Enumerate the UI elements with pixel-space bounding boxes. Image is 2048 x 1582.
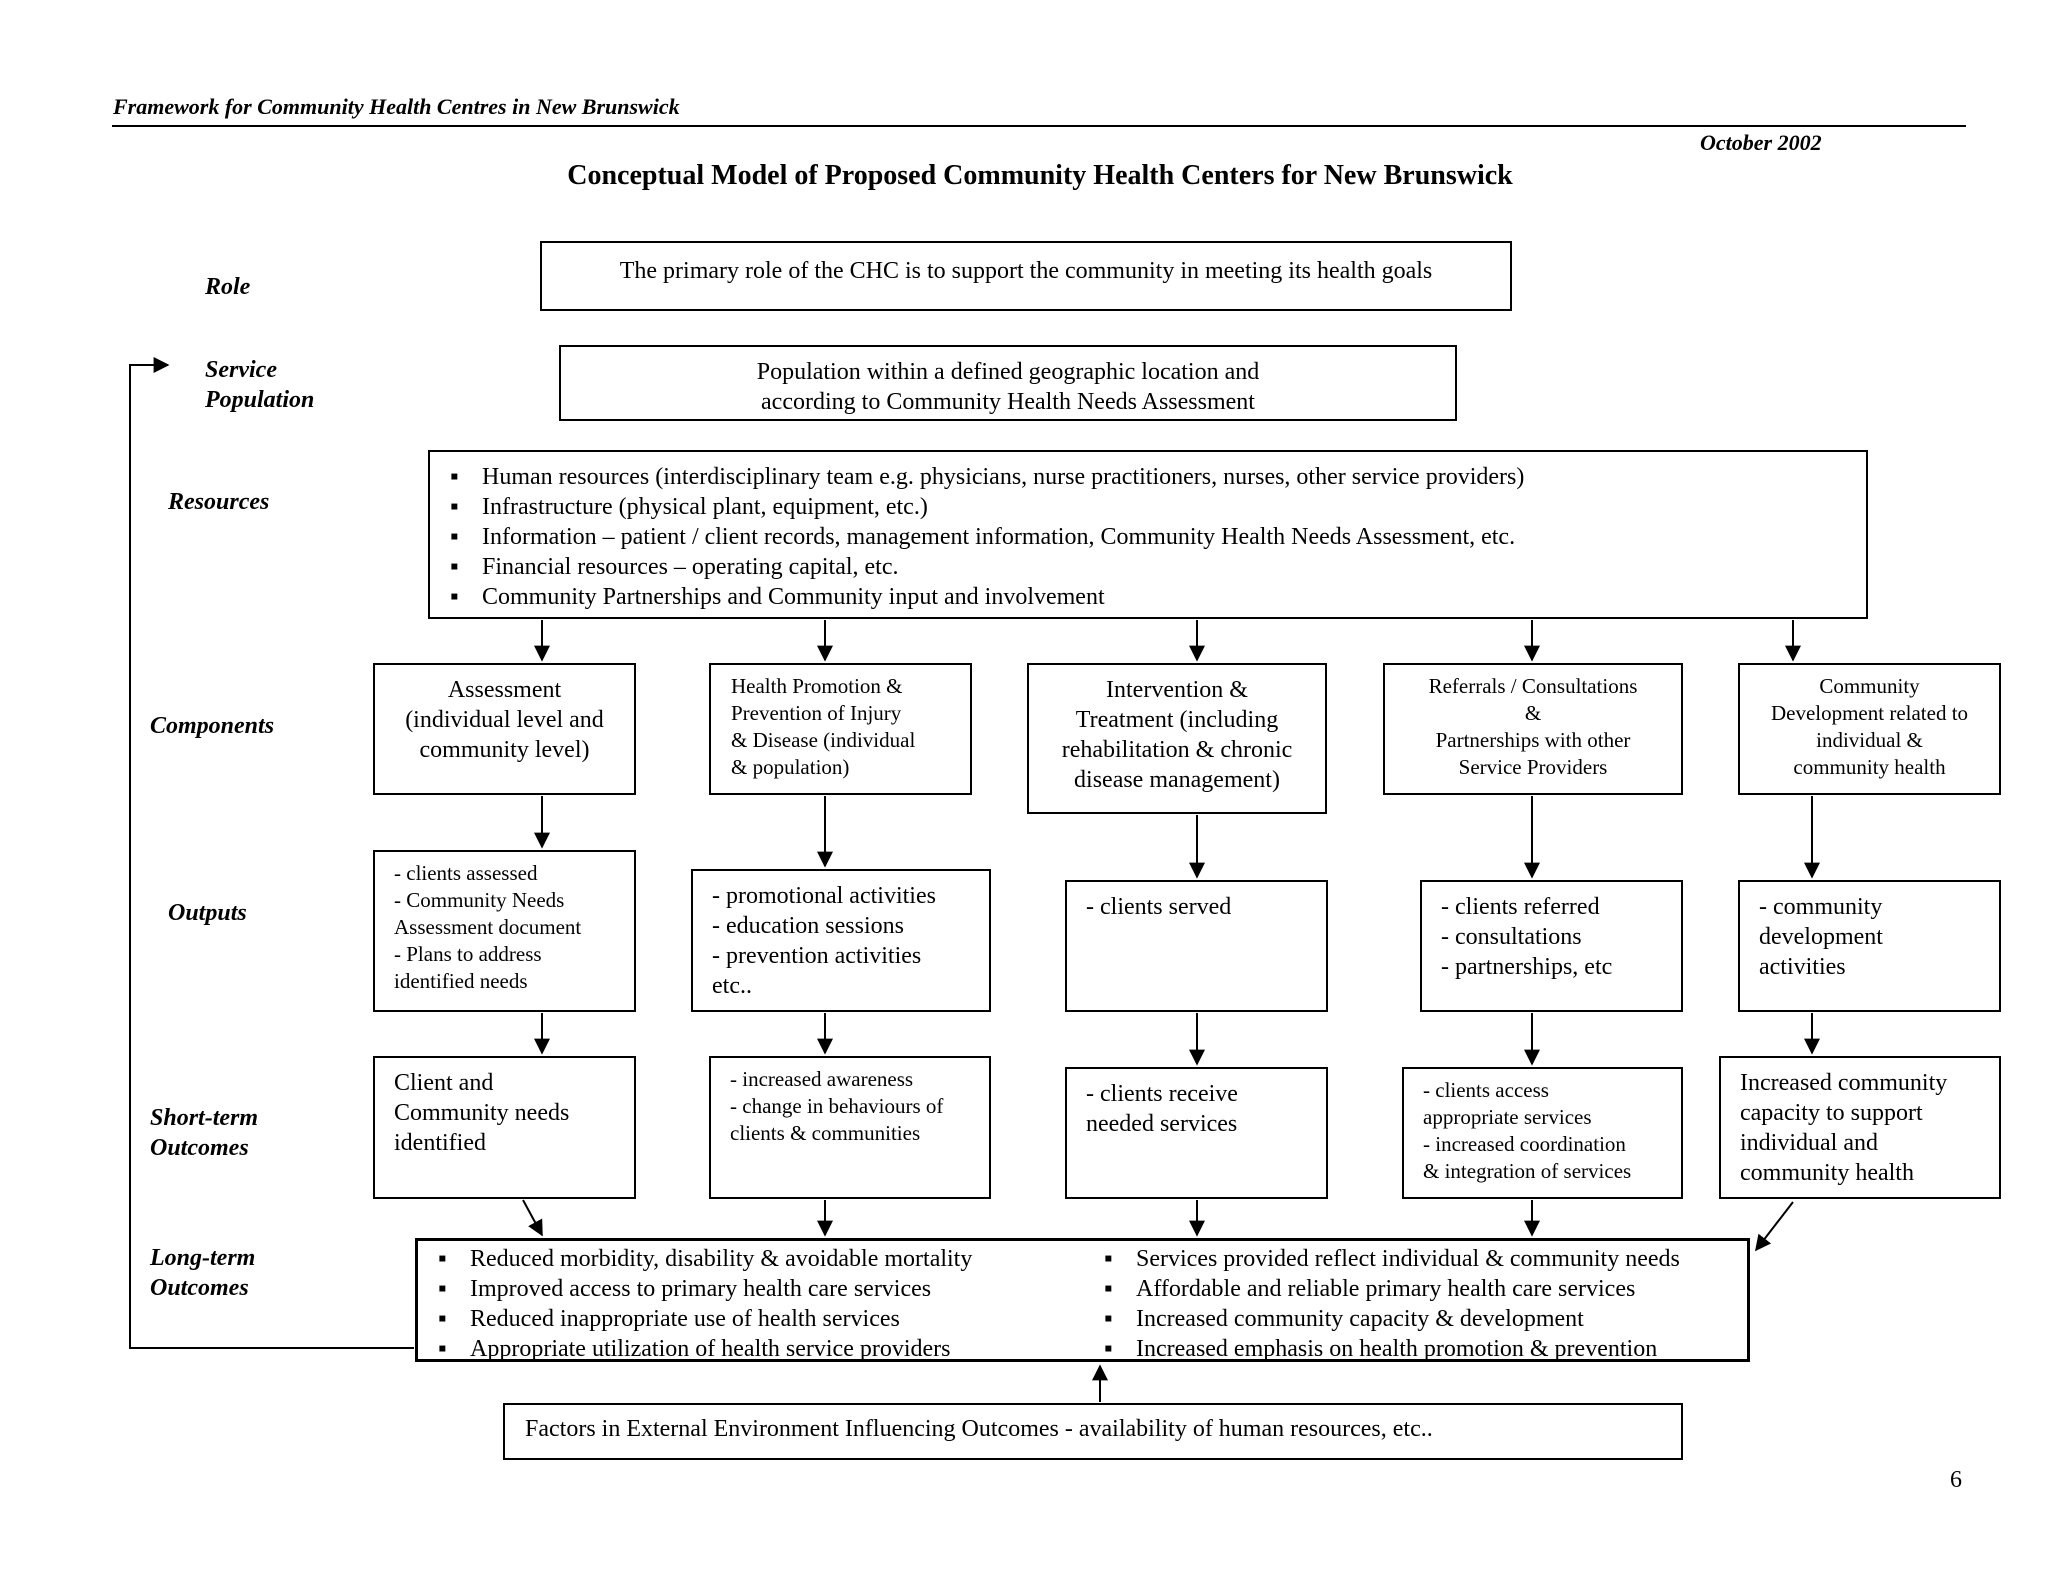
square-bullet-icon: ▪ xyxy=(438,1246,447,1272)
document-date: October 2002 xyxy=(1700,130,1822,155)
short-term-intervention-box: - clients receive needed services xyxy=(1065,1067,1328,1199)
long-term-item: ▪Increased community capacity & developm… xyxy=(1104,1306,1584,1332)
long-term-item: ▪Reduced inappropriate use of health ser… xyxy=(438,1306,900,1332)
row-label-outputs: Outputs xyxy=(168,900,247,926)
document-header-title: Framework for Community Health Centres i… xyxy=(113,94,680,119)
square-bullet-icon: ▪ xyxy=(1104,1246,1113,1272)
square-bullet-icon: ▪ xyxy=(438,1276,447,1302)
page-number: 6 xyxy=(1950,1467,1962,1493)
square-bullet-icon: ▪ xyxy=(438,1336,447,1362)
resources-item: ▪Information – patient / client records,… xyxy=(450,524,1516,550)
square-bullet-icon: ▪ xyxy=(438,1306,447,1332)
component-assessment-box: Assessment (individual level and communi… xyxy=(373,663,636,795)
arrow-short-to-long-1 xyxy=(522,1199,543,1237)
long-term-outcomes-box: ▪Reduced morbidity, disability & avoidab… xyxy=(415,1238,1750,1362)
row-label-resources: Resources xyxy=(168,489,270,515)
long-term-item: ▪Increased emphasis on health promotion … xyxy=(1104,1336,1658,1362)
service-population-line: according to Community Health Needs Asse… xyxy=(761,389,1255,415)
component-referrals-box: Referrals / Consultations & Partnerships… xyxy=(1383,663,1683,795)
component-community-development-box: Community Development related to individ… xyxy=(1738,663,2001,795)
short-term-community-development-box: Increased community capacity to support … xyxy=(1719,1056,2001,1199)
resources-item: ▪Human resources (interdisciplinary team… xyxy=(450,464,1525,490)
external-factors-box: Factors in External Environment Influenc… xyxy=(503,1403,1683,1460)
long-term-item: ▪Services provided reflect individual & … xyxy=(1104,1246,1680,1272)
row-label-long-term-outcomes: Long-term Outcomes xyxy=(150,1245,256,1301)
square-bullet-icon: ▪ xyxy=(1104,1276,1113,1302)
output-health-promotion-box: - promotional activities - education ses… xyxy=(691,869,991,1012)
square-bullet-icon: ▪ xyxy=(1104,1336,1113,1362)
row-label-service-population: Service Population xyxy=(205,357,315,413)
long-term-right-list: ▪Services provided reflect individual & … xyxy=(1084,1244,1680,1364)
output-community-development-box: - community development activities xyxy=(1738,880,2001,1012)
square-bullet-icon: ▪ xyxy=(450,464,459,490)
external-factors-text: Factors in External Environment Influenc… xyxy=(525,1416,1433,1442)
square-bullet-icon: ▪ xyxy=(1104,1306,1113,1332)
short-term-referrals-box: - clients access appropriate services - … xyxy=(1402,1067,1683,1199)
arrow-short-to-long-5 xyxy=(1755,1201,1794,1252)
short-term-assessment-box: Client and Community needs identified xyxy=(373,1056,636,1199)
long-term-left-list: ▪Reduced morbidity, disability & avoidab… xyxy=(418,1244,972,1364)
row-label-short-term-outcomes: Short-term Outcomes xyxy=(150,1105,259,1161)
long-term-item: ▪Affordable and reliable primary health … xyxy=(1104,1276,1636,1302)
resources-box: ▪Human resources (interdisciplinary team… xyxy=(428,450,1868,619)
row-label-role: Role xyxy=(205,274,251,300)
header-rule xyxy=(112,125,1966,127)
service-population-line: Population within a defined geographic l… xyxy=(756,359,1260,385)
row-label-components: Components xyxy=(150,713,275,739)
component-health-promotion-box: Health Promotion & Prevention of Injury … xyxy=(709,663,972,795)
diagram-title: Conceptual Model of Proposed Community H… xyxy=(567,160,1513,191)
feedback-loop-arrow xyxy=(129,357,414,1349)
resources-item: ▪Community Partnerships and Community in… xyxy=(450,584,1105,610)
square-bullet-icon: ▪ xyxy=(450,524,459,550)
square-bullet-icon: ▪ xyxy=(450,494,459,520)
role-text: The primary role of the CHC is to suppor… xyxy=(619,258,1433,284)
long-term-item: ▪Improved access to primary health care … xyxy=(438,1276,932,1302)
component-intervention-box: Intervention & Treatment (including reha… xyxy=(1027,663,1327,814)
square-bullet-icon: ▪ xyxy=(450,584,459,610)
short-term-health-promotion-box: - increased awareness - change in behavi… xyxy=(709,1056,991,1199)
output-intervention-box: - clients served xyxy=(1065,880,1328,1012)
resources-item: ▪Financial resources – operating capital… xyxy=(450,554,899,580)
long-term-item: ▪Appropriate utilization of health servi… xyxy=(438,1336,951,1362)
resources-item: ▪Infrastructure (physical plant, equipme… xyxy=(450,494,928,520)
long-term-item: ▪Reduced morbidity, disability & avoidab… xyxy=(438,1246,973,1272)
role-box: The primary role of the CHC is to suppor… xyxy=(540,241,1512,311)
square-bullet-icon: ▪ xyxy=(450,554,459,580)
output-referrals-box: - clients referred - consultations - par… xyxy=(1420,880,1683,1012)
output-assessment-box: - clients assessed - Community Needs Ass… xyxy=(373,850,636,1012)
service-population-box: Population within a defined geographic l… xyxy=(559,345,1457,421)
